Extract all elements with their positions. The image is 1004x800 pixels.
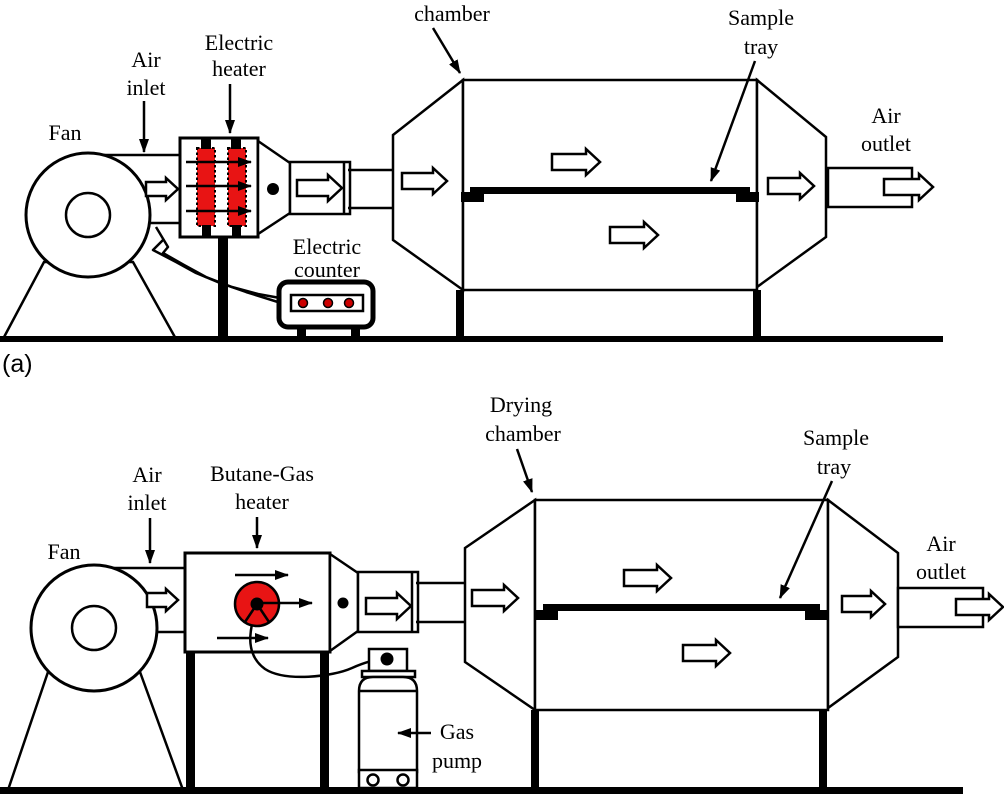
sample-tray-bar — [470, 187, 750, 194]
air-inlet-label: inlet — [127, 490, 166, 515]
butane-heater-label: Butane-Gas — [210, 461, 314, 486]
ground-line-b — [0, 787, 963, 794]
airflow-arrows-b — [145, 562, 1004, 669]
heater-support-leg — [218, 237, 228, 337]
panel-b-butane-dryer: Fan Air inlet Butane-Gas heater Drying c… — [0, 392, 1004, 794]
tray-support — [461, 192, 484, 202]
heater-support-leg — [186, 652, 195, 788]
counter-leg — [351, 327, 360, 338]
tray-support — [736, 192, 759, 202]
counter-dial — [343, 297, 355, 309]
airflow-arrows-a — [144, 146, 935, 251]
air-outlet-label: Air — [926, 531, 956, 556]
transition-duct-b — [328, 551, 467, 654]
fan-hub — [70, 604, 118, 652]
chamber-leg — [456, 290, 464, 338]
air-inlet-label: Air — [132, 462, 162, 487]
chamber-leg — [753, 290, 761, 338]
base-wheel — [396, 773, 410, 787]
sample-tray-label: Sample — [728, 5, 794, 30]
gas-pump-bottle — [357, 647, 419, 790]
counter-leg — [297, 327, 306, 338]
label-arrow — [515, 448, 534, 493]
air-outlet-label: outlet — [861, 131, 911, 156]
wire — [151, 239, 282, 305]
airflow-arrow — [364, 590, 413, 622]
airflow-arrow — [550, 146, 602, 178]
chamber-leg — [531, 710, 539, 788]
airflow-arrow — [295, 172, 344, 204]
electric-heater-a — [178, 136, 260, 337]
labels-b: Fan Air inlet Butane-Gas heater Drying c… — [48, 392, 967, 773]
chamber-leg — [819, 710, 827, 788]
airflow-arrow — [622, 562, 673, 594]
electric-heater-label: Electric — [205, 30, 274, 55]
panel-a-tag: (a) — [2, 350, 33, 378]
sample-tray-label: tray — [817, 454, 851, 479]
airflow-arrow — [470, 582, 520, 614]
ground-line-a — [0, 336, 943, 342]
air-outlet-label: outlet — [916, 559, 966, 584]
labels-a: Fan Air inlet Electric heater chamber Sa… — [2, 1, 911, 378]
air-inlet-label: inlet — [126, 75, 165, 100]
air-outlet-label: Air — [871, 103, 901, 128]
electric-counter-label: counter — [294, 257, 361, 282]
panel-a-electric-dryer: Fan Air inlet Electric heater chamber Sa… — [0, 1, 943, 378]
label-arrow — [709, 60, 757, 182]
element-terminal — [202, 225, 211, 238]
drying-chamber-label: chamber — [485, 421, 561, 446]
tray-support — [805, 610, 828, 620]
hose-connector — [380, 652, 394, 666]
element-terminal — [232, 225, 241, 238]
sample-tray-label: Sample — [803, 425, 869, 450]
air-inlet-label: Air — [131, 47, 161, 72]
drying-chamber-b — [463, 497, 985, 788]
element-terminal — [201, 137, 211, 149]
bottle-body — [357, 675, 419, 774]
wire — [154, 226, 281, 300]
butane-heater-b — [183, 551, 389, 788]
airflow-arrow — [840, 588, 887, 620]
airflow-arrow — [144, 175, 180, 203]
gas-pump-label: pump — [432, 748, 482, 773]
airflow-arrow — [954, 591, 1004, 623]
airflow-arrow — [400, 165, 449, 197]
drying-chamber-label: Drying — [490, 392, 552, 417]
sensor-dot — [267, 183, 279, 195]
drying-chamber-a — [391, 77, 914, 338]
electric-heater-label: heater — [212, 56, 266, 81]
electric-counter-label: Electric — [293, 234, 362, 259]
base-wheel — [366, 773, 380, 787]
airflow-arrow — [608, 219, 660, 251]
butane-heater-label: heater — [235, 489, 289, 514]
burner-hub — [250, 597, 264, 611]
sample-tray-label: tray — [744, 34, 778, 59]
chamber-label: chamber — [414, 1, 490, 26]
label-arrow — [431, 27, 462, 74]
heater-support-leg — [320, 652, 329, 788]
counter-dial — [297, 297, 309, 309]
fan-label: Fan — [49, 120, 82, 145]
airflow-arrow — [145, 586, 180, 614]
counter-dial — [322, 297, 334, 309]
chamber-body — [461, 78, 759, 292]
fan-a — [0, 151, 180, 341]
sample-tray-bar — [543, 604, 820, 611]
gas-pump-label: Gas — [440, 719, 474, 744]
label-arrow — [778, 480, 834, 599]
fan-label: Fan — [48, 539, 81, 564]
airflow-arrow — [681, 637, 732, 669]
tray-support — [535, 610, 558, 620]
airflow-arrow — [882, 171, 935, 203]
sensor-dot — [337, 597, 349, 609]
fan-b — [6, 563, 185, 792]
airflow-arrow — [766, 170, 816, 202]
electric-counter-a — [151, 226, 376, 338]
element-terminal — [231, 137, 241, 149]
fan-hub — [64, 191, 112, 239]
